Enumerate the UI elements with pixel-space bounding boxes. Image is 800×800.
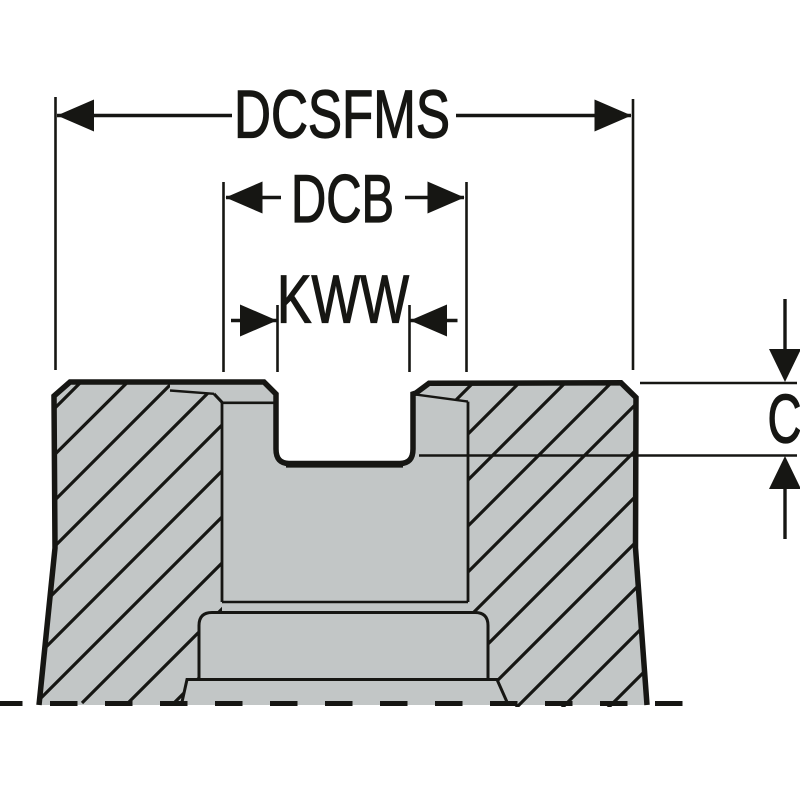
- svg-text:C: C: [768, 381, 800, 458]
- svg-text:DCB: DCB: [291, 162, 394, 237]
- svg-text:DCSFMS: DCSFMS: [234, 78, 450, 153]
- svg-text:KWW: KWW: [277, 263, 409, 338]
